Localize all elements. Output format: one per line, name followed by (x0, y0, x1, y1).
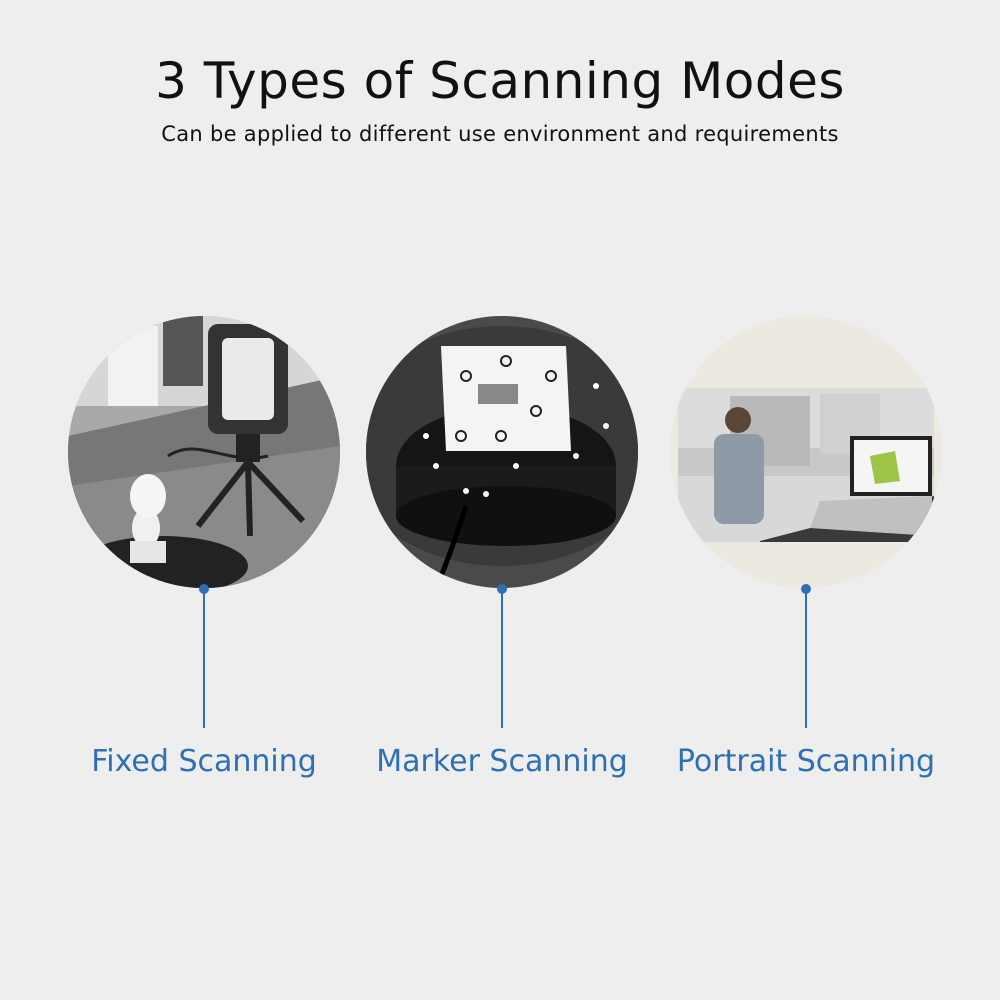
fixed-scanning-photo (68, 316, 340, 588)
marker-connector-dot (497, 584, 507, 594)
marker-scanning-photo (366, 316, 638, 588)
page-title: 3 Types of Scanning Modes (155, 52, 845, 110)
fixed-scanning-label: Fixed Scanning (91, 744, 317, 779)
fixed-connector-dot (199, 584, 209, 594)
fixed-connector-line (203, 588, 205, 728)
portrait-scanning-label: Portrait Scanning (676, 744, 936, 779)
mode-portrait-scanning: Portrait Scanning (666, 316, 956, 786)
marker-connector-line (501, 588, 503, 728)
page-subtitle: Can be applied to different use environm… (161, 122, 839, 146)
marker-scanning-label: Marker Scanning (376, 744, 628, 779)
portrait-connector-dot (801, 584, 811, 594)
mode-fixed-scanning: Fixed Scanning (64, 316, 354, 786)
portrait-scanning-photo (670, 316, 942, 588)
mode-marker-scanning: Marker Scanning (362, 316, 652, 786)
portrait-connector-line (805, 588, 807, 728)
